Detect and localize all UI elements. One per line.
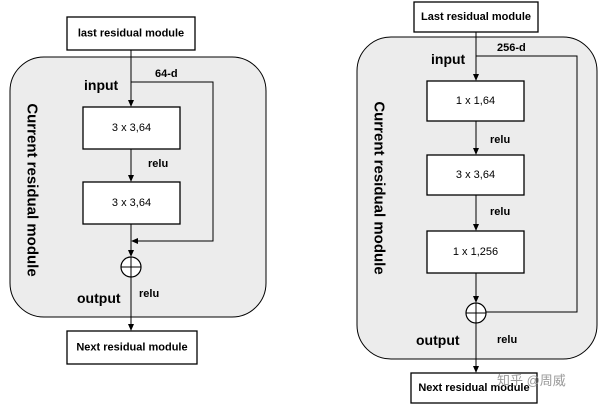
right-skip-connection	[476, 55, 578, 316]
left-next-module-label: Next residual module	[76, 342, 187, 354]
right-output-relu-label: relu	[497, 334, 517, 346]
right-last-module-box	[413, 1, 539, 33]
watermark-text: 知乎 @周威	[497, 373, 566, 388]
right-conv2-label: 3 x 3,64	[456, 169, 495, 181]
left-next-module-box	[66, 330, 198, 365]
right-conv1-label: 1 x 1,64	[456, 95, 495, 107]
right-relu2-label: relu	[490, 206, 510, 218]
left-dim-label: 64-d	[155, 68, 178, 80]
right-relu1-label: relu	[490, 134, 510, 146]
right-conv1-box	[426, 80, 525, 122]
left-skip-connection	[131, 81, 214, 245]
right-bottleneck-block: Current residual module Last residual mo…	[356, 1, 598, 404]
left-relu-label: relu	[148, 158, 168, 170]
left-conv2-label: 3 x 3,64	[112, 197, 151, 209]
right-dim-label: 256-d	[497, 42, 526, 54]
left-output-relu-label: relu	[139, 288, 159, 300]
right-next-module-box	[410, 372, 538, 404]
right-module-title: Current residual module	[371, 101, 388, 274]
right-conv3-box	[426, 230, 525, 274]
left-add-node	[120, 256, 142, 278]
left-basic-block: Current residual module last residual mo…	[9, 16, 267, 365]
left-input-label: input	[84, 77, 119, 93]
right-output-label: output	[416, 332, 460, 348]
right-conv2-box	[426, 154, 525, 196]
right-input-label: input	[431, 51, 466, 67]
left-last-module-box	[66, 16, 196, 51]
left-output-label: output	[77, 290, 121, 306]
left-last-module-label: last residual module	[78, 28, 184, 40]
right-next-module-label: Next residual module	[418, 382, 529, 394]
right-conv3-label: 1 x 1,256	[453, 246, 498, 258]
left-conv1-label: 3 x 3,64	[112, 122, 151, 134]
left-conv2-box	[82, 181, 181, 225]
right-add-node	[465, 302, 487, 324]
right-module-panel	[356, 36, 598, 360]
left-module-title: Current residual module	[24, 103, 41, 276]
right-last-module-label: Last residual module	[421, 11, 531, 23]
